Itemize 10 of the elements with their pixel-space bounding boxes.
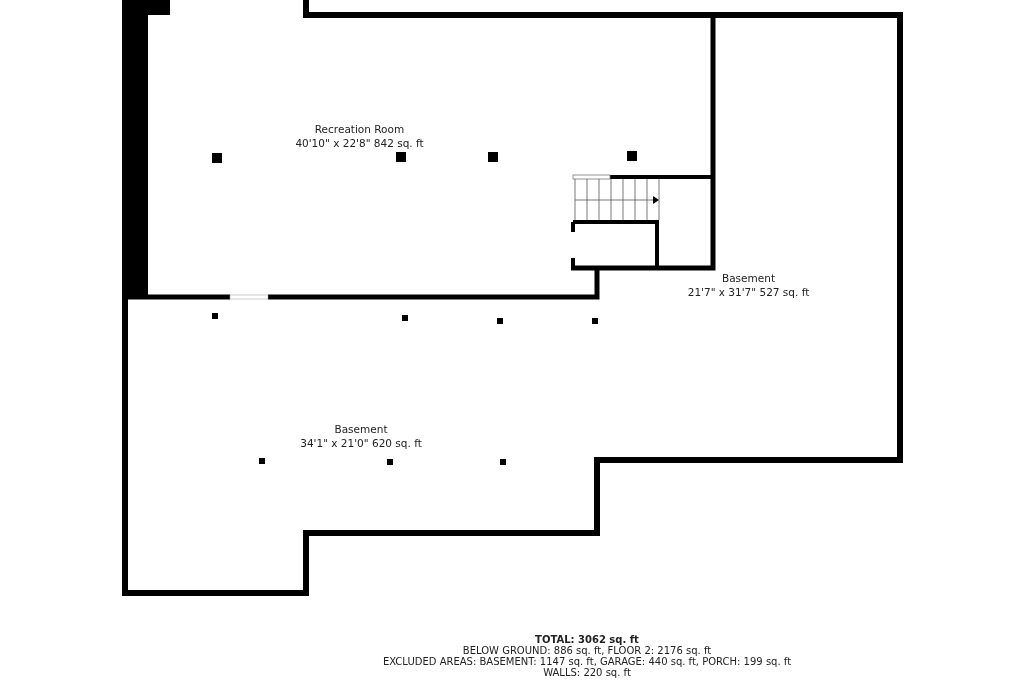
area-summary-text: EXCLUDED AREAS: BASEMENT: 1147 sq. ft, GARAGE: 440 sq. ft, PORCH: 199 sq. ft (382, 656, 792, 667)
area-summary-text: WALLS: 220 sq. ft (543, 667, 631, 678)
room-name: Basement (722, 271, 775, 285)
room-name: Basement (334, 422, 388, 436)
total-area-text: TOTAL: 3062 sq. ft (535, 634, 639, 645)
area-summary-text: BELOW GROUND: 886 sq. ft, FLOOR 2: 2176 sq. ft (462, 645, 712, 656)
room-dimensions: 21'7" x 31'7" 527 sq. ft (687, 285, 810, 299)
room-dimensions: 40'10" x 22'8" 842 sq. ft (295, 136, 424, 150)
room-dimensions: 34'1" x 21'0" 620 sq. ft (300, 436, 422, 450)
room-name: Recreation Room (314, 122, 405, 136)
